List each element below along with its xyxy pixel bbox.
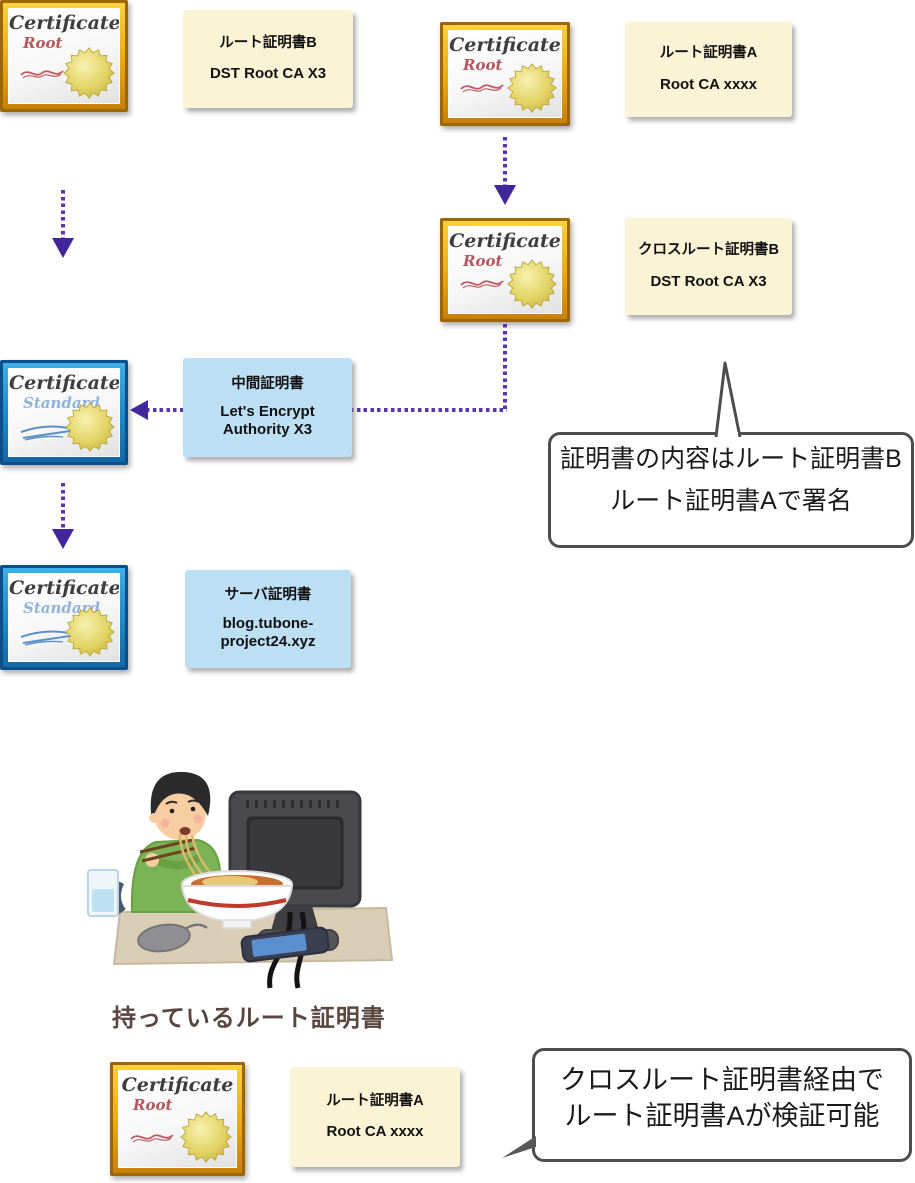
arrow-roota-crossroot-line [503, 137, 507, 187]
certificate-frame: Certificate Root [3, 3, 125, 109]
owned-root-heading: 持っているルート証明書 [112, 1005, 386, 1032]
certificate-frame: Certificate Root [113, 1065, 242, 1173]
note-title: ルート証明書A [326, 1092, 424, 1109]
certificate-script-title: Certificate [449, 34, 561, 56]
certificate-script-title: Certificate [449, 230, 561, 252]
certificate-image-root-a: Certificate Root [440, 22, 570, 126]
note-intermediate: 中間証明書 Let's Encrypt Authority X3 [183, 358, 352, 457]
certificate-image-root-b: Certificate Root [0, 0, 128, 112]
certificate-paper: Certificate Root [118, 1070, 237, 1168]
callout-line: ルート証明書Aが検証可能 [564, 1101, 880, 1132]
gold-seal-icon [63, 47, 115, 99]
certificate-paper: Certificate Standard [8, 368, 120, 457]
certificate-frame: Certificate Standard [3, 363, 125, 462]
callout-line: 証明書の内容はルート証明書B [560, 445, 902, 473]
certificate-image-cross-root-b: Certificate Root [440, 218, 570, 322]
mouse [137, 923, 208, 953]
note-subtitle: Root CA xxxx [326, 1123, 424, 1141]
certificate-script-title: Certificate [121, 1074, 234, 1096]
red-flourish-icon [460, 280, 504, 289]
callout-line: ルート証明書Aで署名 [610, 486, 852, 515]
callout-verifiable: クロスルート証明書経由で ルート証明書Aが検証可能 [532, 1048, 912, 1162]
red-flourish-icon [20, 70, 64, 79]
note-root-b: ルート証明書B DST Root CA X3 [183, 10, 353, 108]
note-subtitle: DST Root CA X3 [650, 272, 767, 290]
red-flourish-icon [130, 1134, 174, 1143]
certificate-image-server: Certificate Standard [0, 565, 128, 670]
arrow-intermediate-server-line [61, 483, 65, 531]
note-title: ルート証明書B [219, 34, 317, 51]
certificate-frame: Certificate Root [443, 25, 567, 123]
water-glass [87, 869, 119, 917]
certificate-script-title: Certificate [9, 12, 120, 34]
arrow-roota-crossroot-head [494, 185, 516, 205]
gold-seal-icon [65, 402, 115, 452]
certificate-script-subtitle: Root [463, 56, 503, 74]
red-flourish-icon [460, 84, 504, 93]
certificate-script-title: Certificate [9, 372, 120, 394]
note-subtitle: DST Root CA X3 [209, 65, 327, 83]
certificate-script-subtitle: Root [463, 252, 503, 270]
gold-seal-icon [507, 259, 557, 309]
callout-signed-by-tail [714, 361, 742, 438]
certificate-paper: Certificate Root [448, 226, 562, 314]
gold-seal-icon [65, 607, 115, 657]
arrow-intermediate-server-head [52, 529, 74, 549]
note-server: サーバ証明書 blog.tubone-project24.xyz [185, 570, 351, 668]
arrow-rootb-down-head [52, 238, 74, 258]
certificate-script-title: Certificate [9, 577, 120, 599]
person-eating-at-computer-illustration [87, 771, 394, 989]
callout-verifiable-tail [502, 1136, 536, 1158]
certificate-image-owned-root-a: Certificate Root [110, 1062, 245, 1176]
gold-seal-icon [507, 63, 557, 113]
note-root-a: ルート証明書A Root CA xxxx [625, 22, 792, 117]
noodle-bowl [180, 870, 294, 929]
certificate-paper: Certificate Root [448, 30, 562, 118]
arrow-rootb-down-line [61, 190, 65, 240]
certificate-frame: Certificate Root [443, 221, 567, 319]
note-title: ルート証明書A [659, 45, 758, 62]
certificate-script-subtitle: Root [133, 1096, 173, 1114]
note-title: サーバ証明書 [224, 587, 312, 604]
certificate-paper: Certificate Standard [8, 573, 120, 662]
note-title: 中間証明書 [231, 375, 304, 392]
arrow-crossroot-intermediate-vline [503, 324, 507, 412]
note-subtitle: Root CA xxxx [660, 75, 757, 93]
note-subtitle: Let's Encrypt Authority X3 [220, 403, 315, 439]
note-cross-root-b: クロスルート証明書B DST Root CA X3 [625, 218, 792, 315]
callout-line: クロスルート証明書経由で [560, 1065, 884, 1095]
note-subtitle: blog.tubone-project24.xyz [220, 614, 316, 650]
gold-seal-icon [180, 1111, 232, 1163]
certificate-script-subtitle: Root [23, 34, 63, 52]
certificate-frame: Certificate Standard [3, 568, 125, 667]
phone [240, 926, 330, 963]
note-owned-root-a: ルート証明書A Root CA xxxx [290, 1067, 460, 1167]
note-title: クロスルート証明書B [638, 242, 779, 259]
arrow-crossroot-intermediate-head [130, 400, 148, 420]
certificate-paper: Certificate Root [8, 8, 120, 104]
callout-signed-by: 証明書の内容はルート証明書B ルート証明書Aで署名 [548, 432, 914, 548]
certificate-image-intermediate: Certificate Standard [0, 360, 128, 465]
